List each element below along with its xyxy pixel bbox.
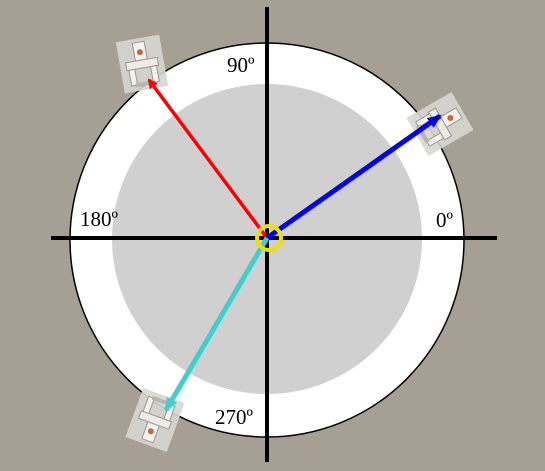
label-90-degrees: 90º: [227, 53, 255, 77]
robot-figure-top-left: [115, 34, 169, 94]
label-270-degrees: 270º: [215, 405, 254, 429]
origin-marker: [255, 224, 283, 252]
label-0-degrees: 0º: [436, 208, 454, 232]
cyan-vector: [163, 236, 270, 412]
blue-vector: [265, 113, 442, 241]
red-vector: [147, 78, 269, 240]
label-180-degrees: 180º: [80, 207, 119, 231]
